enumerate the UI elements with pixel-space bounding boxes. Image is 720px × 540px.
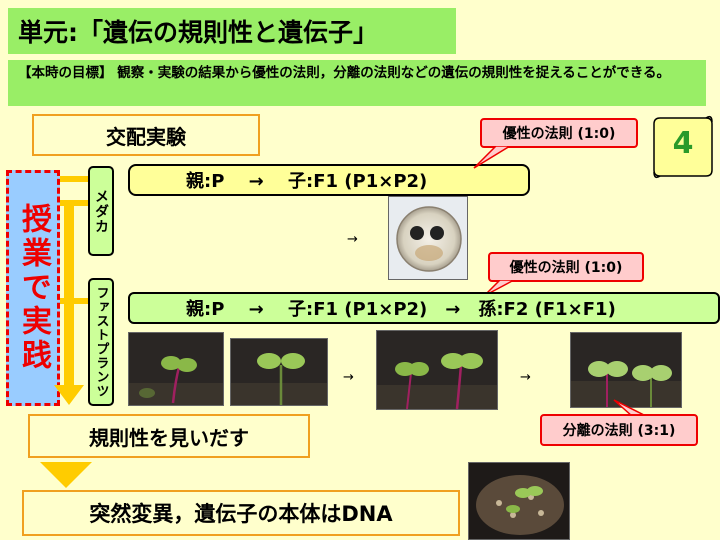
lesson-goal: 【本時の目標】 観察・実験の結果から優性の法則，分離の法則などの遺伝の規則性を捉…: [8, 60, 706, 106]
medaka-arrow: →: [347, 232, 358, 247]
conclusion-arrow: [40, 462, 92, 488]
plant-arrow-2: →: [520, 370, 531, 385]
fast-plants-dominance-law: 優性の法則 (1:0): [488, 252, 644, 282]
page-title: 単元:「遺伝の規則性と遺伝子」: [8, 8, 456, 54]
medaka-egg-photo: [388, 196, 468, 280]
experiment-label: 交配実験: [32, 114, 260, 156]
scroll-icon: [653, 115, 713, 179]
callout-pointer: [473, 146, 512, 169]
page-number-scroll: 4: [652, 112, 714, 182]
medaka-dominance-law: 優性の法則 (1:0): [480, 118, 638, 148]
down-arrow-shaft: [64, 200, 74, 390]
plant-photo-f2: [570, 332, 682, 408]
down-arrow-head: [54, 385, 84, 405]
segregation-law: 分離の法則 (3:1): [540, 414, 698, 446]
seedling-pot-photo: [468, 462, 570, 540]
fast-plants-generation-bar: 親:P → 子:F1 (P1×P2) → 孫:F2 (F1×F1): [128, 292, 720, 324]
find-regularity-box: 規則性を見いだす: [28, 414, 310, 458]
medaka-label: メダカ: [88, 166, 114, 256]
medaka-generation-bar: 親:P → 子:F1 (P1×P2): [128, 164, 530, 196]
conclusion-box: 突然変異，遺伝子の本体はDNA: [22, 490, 460, 536]
practice-banner: 授業で実践: [6, 170, 60, 406]
connector-line: [60, 176, 88, 182]
plant-photo-f1: [376, 330, 498, 410]
page-number: 4: [672, 126, 694, 161]
connector-line: [60, 200, 88, 206]
plant-arrow-1: →: [343, 370, 354, 385]
connector-line: [60, 298, 88, 304]
fast-plants-label: ファストプランツ: [88, 278, 114, 406]
plant-photo-parent-1: [128, 332, 224, 406]
plant-photo-parent-2: [230, 338, 328, 406]
